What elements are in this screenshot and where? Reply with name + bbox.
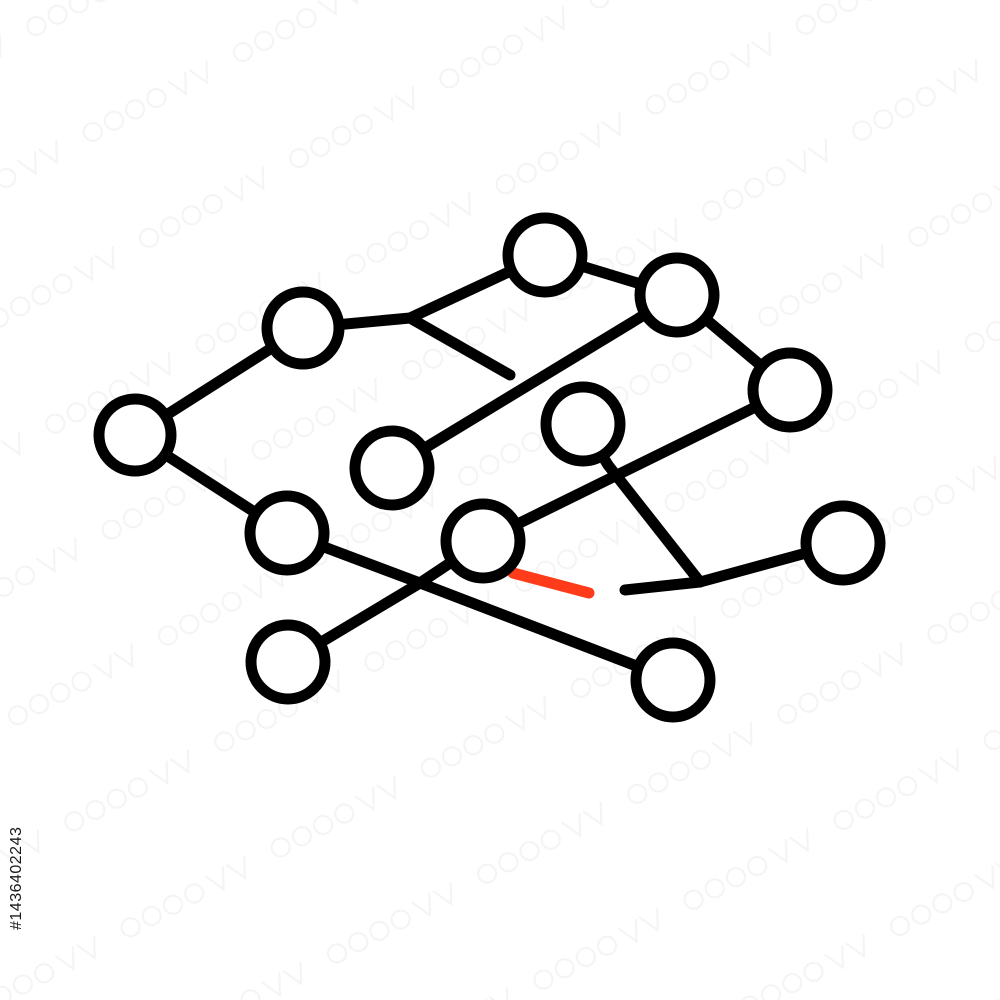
accent-edge: [507, 567, 595, 599]
edge: [386, 289, 683, 474]
node: [245, 619, 331, 705]
stock-id-label: #1436402243: [8, 826, 25, 930]
edge: [404, 312, 516, 381]
node: [261, 286, 345, 370]
edge: [477, 384, 796, 547]
node: [502, 212, 588, 298]
node: [630, 637, 716, 723]
node: [93, 393, 177, 477]
node: [800, 500, 886, 586]
node: [747, 347, 833, 433]
edge: [619, 537, 849, 596]
node: [540, 381, 626, 467]
node: [244, 490, 330, 576]
node: [349, 425, 435, 511]
node: [440, 498, 526, 584]
node: [634, 252, 720, 338]
